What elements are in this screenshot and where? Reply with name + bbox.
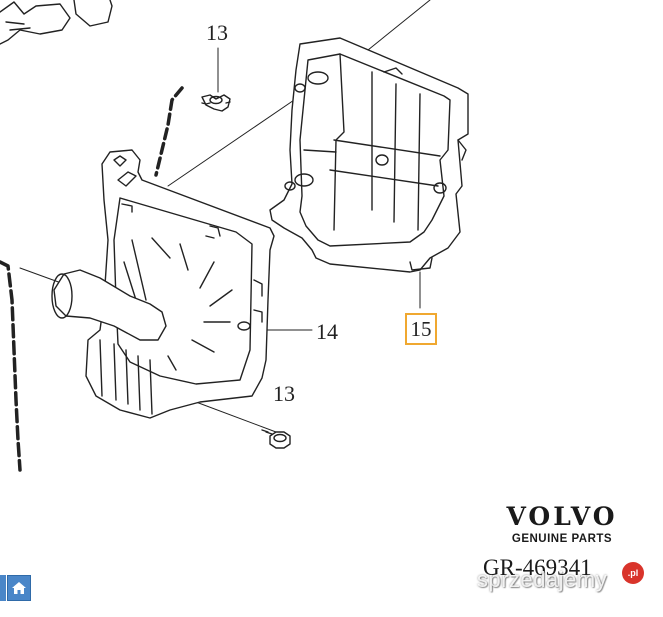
air-duct [51, 269, 167, 341]
bolt-13-bottom [261, 429, 291, 449]
dashed-leader-top [154, 86, 184, 177]
cover-part-15 [269, 37, 469, 273]
watermark-badge: .pl [622, 562, 644, 584]
callout-14: 14 [316, 319, 338, 344]
nav-strip[interactable] [0, 575, 6, 601]
diagram-reference-number: GR-469341 [483, 555, 592, 580]
home-button[interactable] [7, 575, 31, 601]
callout-15-highlighted: 15 [405, 313, 437, 345]
bolt-13-top [201, 94, 231, 112]
leader-top-right [367, 0, 431, 51]
housing-part-14 [85, 149, 275, 419]
volvo-brand-block: VOLVO GENUINE PARTS [497, 504, 627, 545]
dashed-leader-left [0, 260, 22, 472]
watermark-text: sprzedajemy [477, 567, 608, 592]
callout-13-bottom: 13 [273, 381, 295, 406]
brand-name: VOLVO [506, 502, 618, 531]
leader-left [19, 267, 65, 285]
cropped-part-top-left [0, 0, 113, 45]
brand-subtitle: GENUINE PARTS [511, 533, 613, 545]
leader-center [167, 95, 301, 187]
home-icon [12, 582, 26, 594]
leader-13-bottom [195, 401, 277, 433]
callout-13-top: 13 [206, 20, 228, 45]
